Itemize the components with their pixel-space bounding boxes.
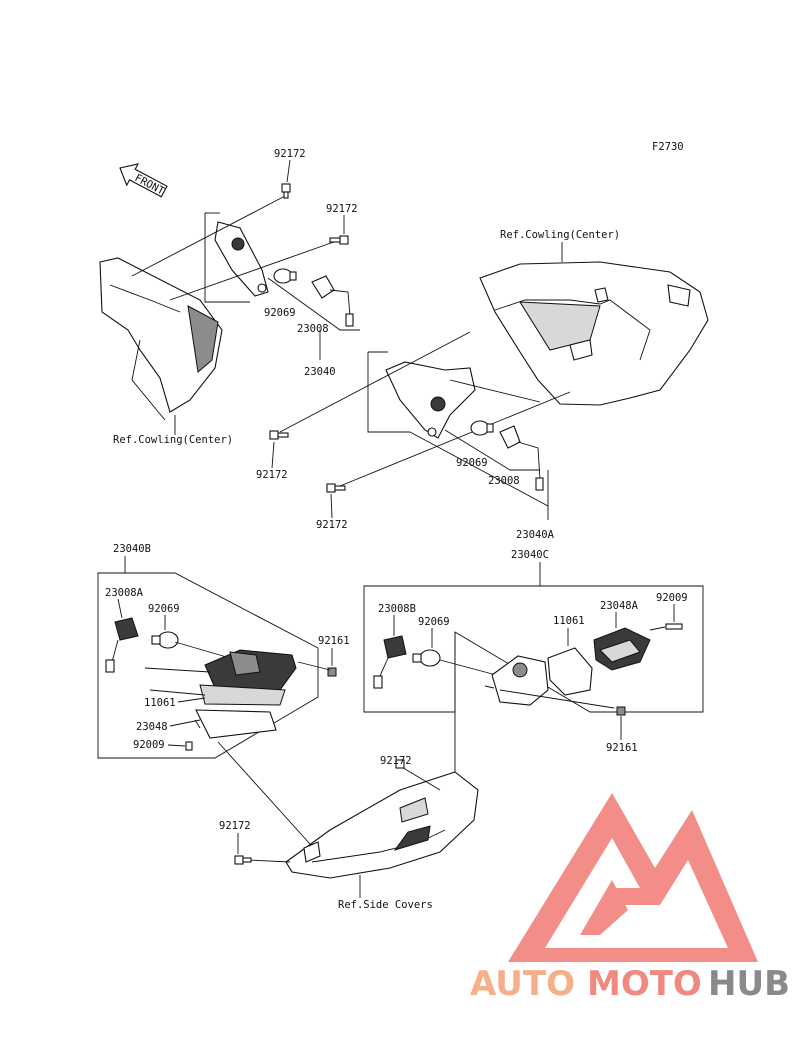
watermark-part2: MOTO bbox=[587, 964, 702, 1004]
bolt-icon bbox=[234, 855, 252, 865]
right-cowling bbox=[479, 242, 709, 406]
label-92172-a: 92172 bbox=[274, 148, 306, 160]
bolt-icon bbox=[395, 759, 405, 769]
watermark-text: AUTO MOTO HUB bbox=[470, 964, 790, 1004]
left-signal-assembly bbox=[131, 183, 360, 360]
bolt-icon bbox=[281, 183, 291, 199]
label-23048: 23048 bbox=[136, 721, 168, 733]
label-23040a: 23040A bbox=[516, 529, 555, 541]
label-92009-a: 92009 bbox=[133, 739, 165, 751]
ref-cowling-left: Ref.Cowling(Center) bbox=[113, 434, 233, 446]
side-cover bbox=[217, 632, 479, 898]
label-23008b: 23008B bbox=[378, 603, 416, 615]
ref-side-covers: Ref.Side Covers bbox=[338, 899, 433, 911]
label-11061-a: 11061 bbox=[144, 697, 176, 709]
signal-housing-c bbox=[491, 627, 651, 706]
label-23048a: 23048A bbox=[600, 600, 639, 612]
screw-icon bbox=[665, 623, 683, 630]
watermark-part3: HUB bbox=[708, 964, 790, 1004]
figure-code: F2730 bbox=[652, 141, 684, 153]
nut-icon bbox=[616, 706, 626, 716]
socket-icon bbox=[373, 635, 407, 689]
bulb-icon bbox=[412, 649, 441, 667]
label-92172-b: 92172 bbox=[326, 203, 358, 215]
label-92172-c: 92172 bbox=[256, 469, 288, 481]
middle-signal-assembly bbox=[269, 331, 571, 520]
assembly-c-box bbox=[363, 562, 704, 716]
bulb-icon bbox=[273, 268, 297, 284]
socket-icon bbox=[499, 425, 544, 491]
label-92172-f: 92172 bbox=[219, 820, 251, 832]
label-92161-a: 92161 bbox=[318, 635, 350, 647]
label-23008-b: 23008 bbox=[488, 475, 520, 487]
label-92009-b: 92009 bbox=[656, 592, 688, 604]
label-92172-d: 92172 bbox=[316, 519, 348, 531]
watermark-logo bbox=[508, 793, 758, 962]
label-23040c: 23040C bbox=[511, 549, 549, 561]
front-arrow: FRONT bbox=[119, 163, 168, 198]
left-cowling bbox=[99, 257, 223, 435]
label-92172-e: 92172 bbox=[380, 755, 412, 767]
label-23008-a: 23008 bbox=[297, 323, 329, 335]
signal-housing-b bbox=[195, 649, 297, 739]
bolt-icon bbox=[329, 235, 349, 245]
label-92161-b: 92161 bbox=[606, 742, 638, 754]
label-11061-b: 11061 bbox=[553, 615, 585, 627]
socket-icon bbox=[311, 275, 354, 327]
bolt-icon bbox=[326, 483, 346, 493]
watermark-part1: AUTO bbox=[470, 964, 575, 1004]
label-92069-c: 92069 bbox=[148, 603, 180, 615]
label-23008a: 23008A bbox=[105, 587, 144, 599]
label-23040b: 23040B bbox=[113, 543, 151, 555]
screw-icon bbox=[185, 741, 193, 751]
front-label: FRONT bbox=[133, 172, 167, 198]
nut-icon bbox=[327, 667, 337, 677]
label-92069-a: 92069 bbox=[264, 307, 296, 319]
label-23040: 23040 bbox=[304, 366, 336, 378]
ref-cowling-right: Ref.Cowling(Center) bbox=[500, 229, 620, 241]
bolt-icon bbox=[269, 430, 289, 440]
bulb-icon bbox=[151, 631, 179, 649]
assembly-b-box bbox=[97, 556, 337, 759]
label-92069-b: 92069 bbox=[456, 457, 488, 469]
label-92069-d: 92069 bbox=[418, 616, 450, 628]
socket-icon bbox=[105, 617, 139, 673]
bulb-icon bbox=[470, 420, 494, 436]
